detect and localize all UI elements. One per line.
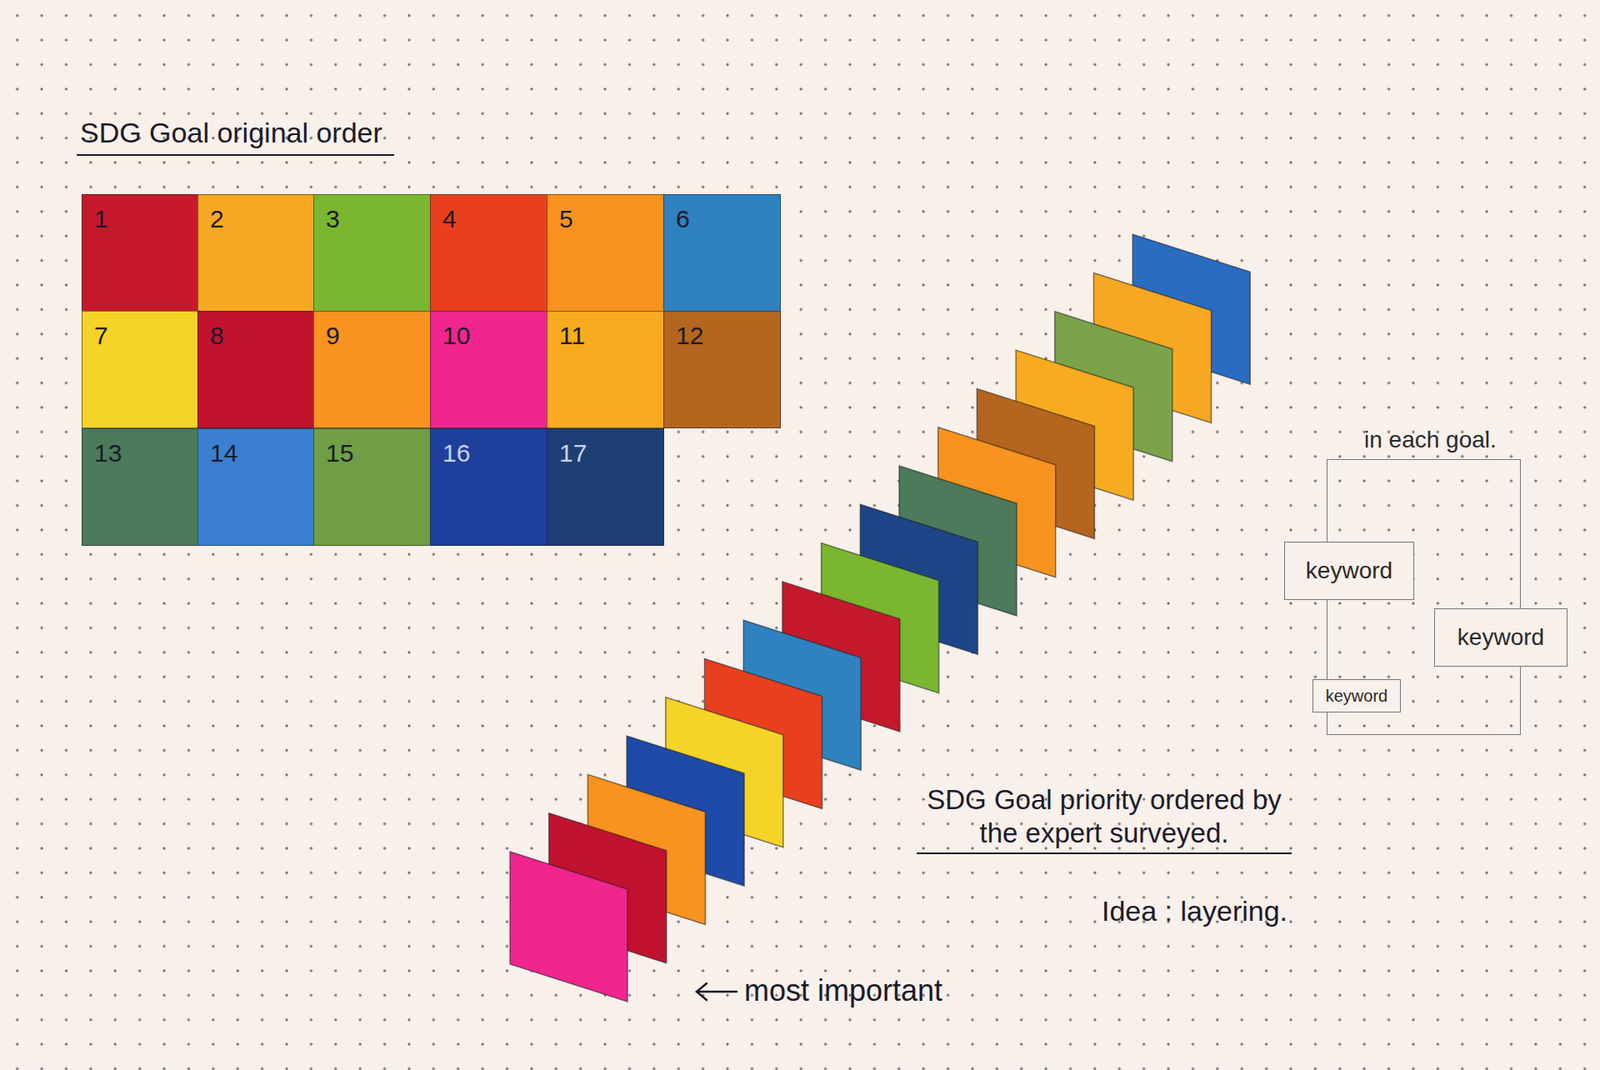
- goal-number: 11: [559, 321, 585, 350]
- goal-number: 3: [325, 205, 340, 234]
- goal-square: 17: [546, 428, 665, 546]
- goal-number: 16: [442, 439, 470, 468]
- layer-caption: SDG Goal priority ordered by the expert …: [916, 783, 1292, 855]
- goal-square: 7: [81, 310, 200, 429]
- goal-number: 14: [210, 439, 238, 468]
- keyword-box: keyword: [1434, 608, 1568, 667]
- importance-note: most important: [744, 973, 943, 1009]
- goal-number: 9: [325, 321, 340, 350]
- goal-square: 4: [430, 194, 548, 312]
- goal-square: 14: [197, 428, 315, 546]
- goal-number: 7: [94, 321, 109, 350]
- pointer-arrow: [696, 983, 737, 1000]
- goal-number: 12: [675, 321, 704, 350]
- goal-square: 13: [81, 428, 200, 546]
- frame-heading: in each goal.: [1364, 426, 1497, 454]
- goal-layer: [510, 851, 628, 1002]
- keyword-box: keyword: [1312, 679, 1401, 713]
- goal-frame: in each goal.keywordkeywordkeyword: [1326, 459, 1521, 735]
- goal-square: 2: [197, 194, 315, 312]
- goal-square: 15: [313, 428, 431, 546]
- diagram-title: SDG Goal original order: [76, 116, 395, 156]
- arrow-shaft: [696, 990, 737, 994]
- goal-number: 4: [442, 205, 457, 234]
- goal-square: 11: [546, 310, 665, 429]
- keyword-text: keyword: [1457, 624, 1545, 651]
- goal-number: 15: [325, 439, 354, 468]
- goal-number: 2: [210, 205, 225, 234]
- goal-square: 9: [313, 310, 431, 429]
- arrow-head: [696, 983, 707, 1000]
- goal-number: 5: [559, 205, 574, 234]
- goal-square: 3: [313, 194, 431, 312]
- goal-number: 17: [559, 439, 587, 468]
- keyword-box: keyword: [1284, 541, 1415, 600]
- goal-number: 1: [94, 205, 109, 234]
- goal-square: 1: [81, 194, 200, 312]
- goal-number: 10: [442, 321, 470, 350]
- goal-square: 8: [197, 310, 315, 429]
- layer-stack: [510, 234, 1250, 1002]
- keyword-text: keyword: [1305, 557, 1393, 585]
- goal-number: 13: [94, 439, 122, 468]
- idea-note: Idea : layering.: [1101, 895, 1288, 928]
- goal-number: 8: [210, 321, 225, 350]
- goal-square: 5: [546, 194, 665, 312]
- goal-number: 6: [675, 205, 690, 234]
- goal-square: 6: [663, 194, 781, 312]
- goal-square: 16: [430, 428, 548, 546]
- goal-square: 10: [430, 310, 548, 429]
- keyword-text: keyword: [1325, 686, 1388, 706]
- goal-square: 12: [663, 310, 781, 429]
